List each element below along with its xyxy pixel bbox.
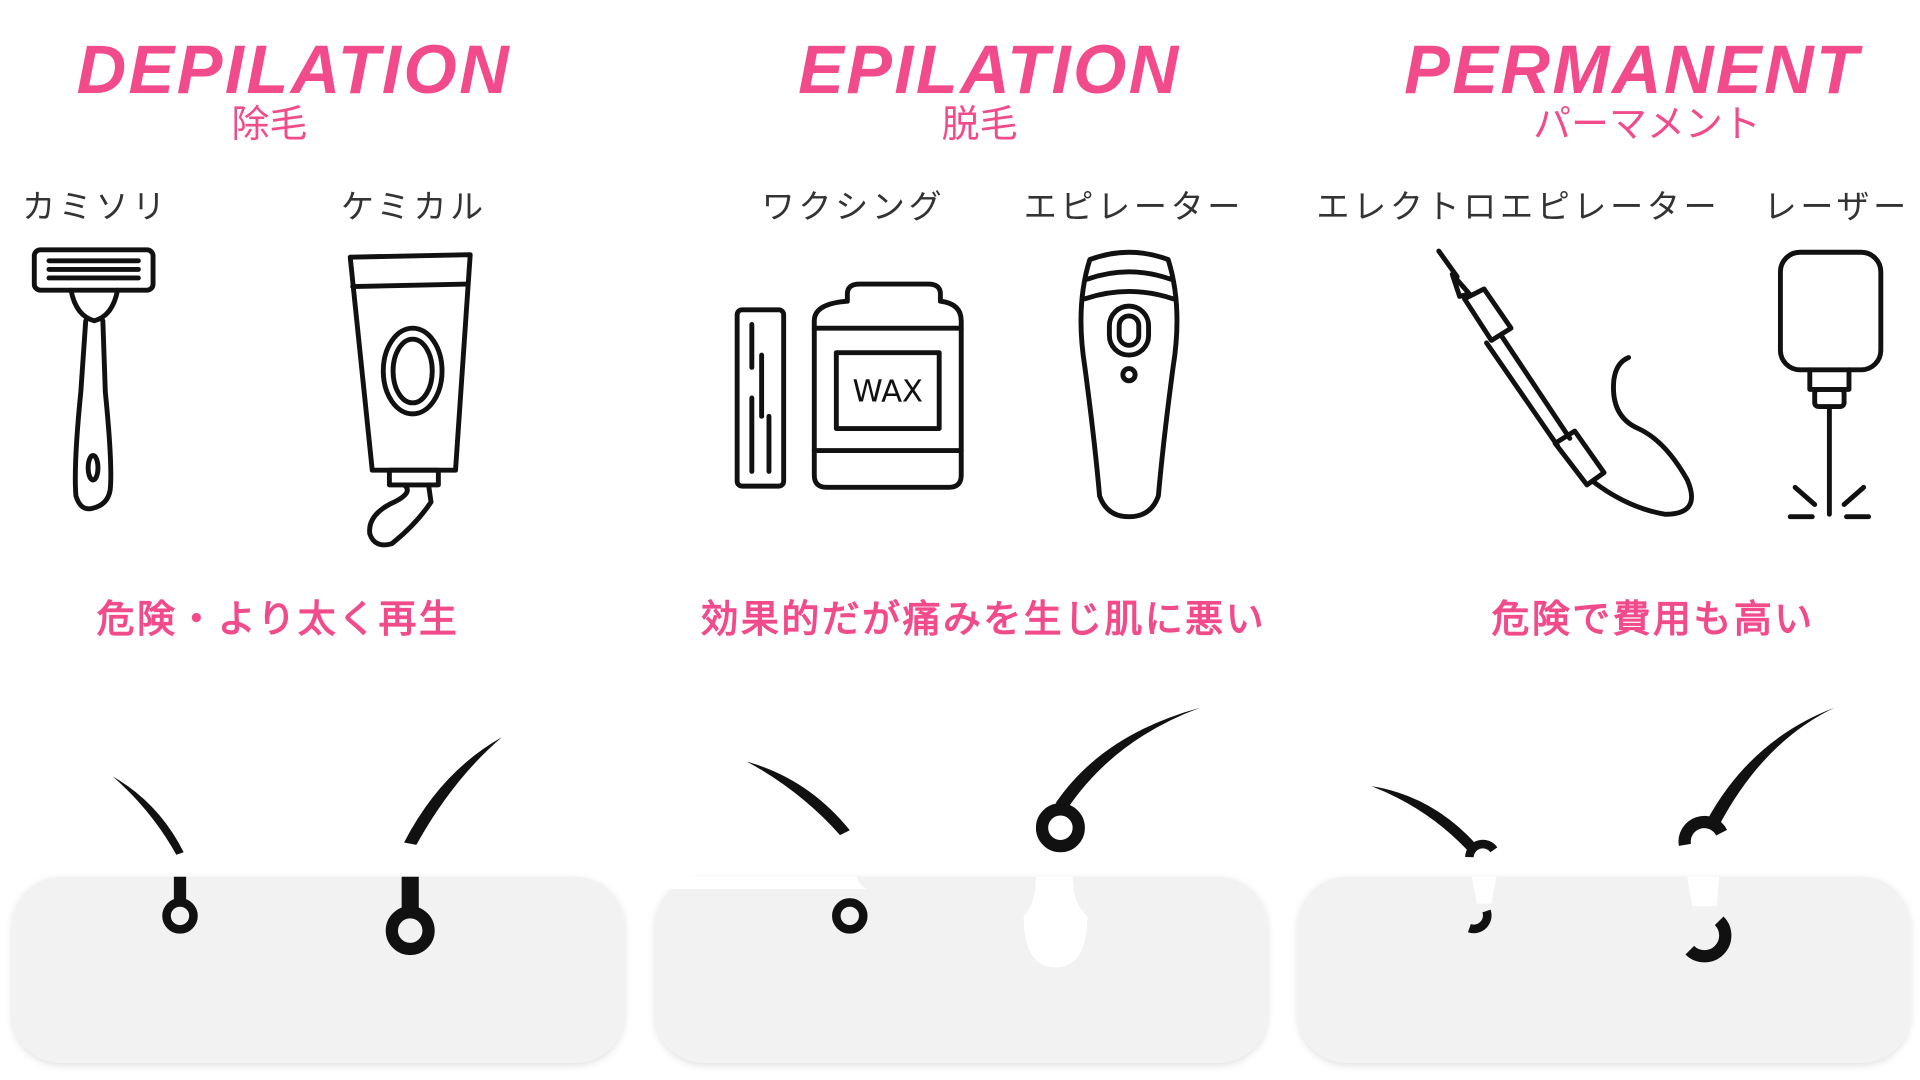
method-label-razor: カミソリ [22,187,169,226]
method-label-chemical: ケミカル [341,187,487,226]
epilator-icon [1078,249,1180,520]
method-label-epilator: エピレーター [1024,187,1244,226]
electro-epilator-icon [1436,248,1694,517]
wax-label: WAX [852,375,923,410]
caption-epilation: 効果的だが痛みを生じ肌に悪い [701,597,1266,641]
method-label-laser: レーザー [1764,187,1910,226]
razor-icon [31,247,156,512]
hair-diagram-permanent [1371,707,1835,963]
skin-panel-depilation [12,876,625,1063]
skin-panel-permanent [1297,876,1911,1063]
cream-tube-icon [347,252,473,548]
subtitle-depilation: 除毛 [231,102,307,146]
method-label-electro-epilator: エレクトロエピレーター [1316,187,1720,226]
title-depilation: DEPILATION [77,31,512,108]
hair-diagram-epilation [655,707,1200,968]
subtitle-epilation: 脱毛 [942,102,1018,146]
method-label-waxing: ワクシング [762,187,946,226]
subtitle-permanent: パーマメント [1533,102,1761,146]
title-permanent: PERMANENT [1404,31,1863,108]
caption-depilation: 危険・より太く再生 [97,597,460,641]
caption-permanent: 危険で費用も高い [1492,597,1815,641]
skin-panel-epilation [655,876,1268,1063]
title-epilation: EPILATION [798,31,1181,108]
hair-diagram-depilation [112,737,503,956]
wax-jar-icon [734,281,964,490]
laser-icon [1777,249,1884,520]
